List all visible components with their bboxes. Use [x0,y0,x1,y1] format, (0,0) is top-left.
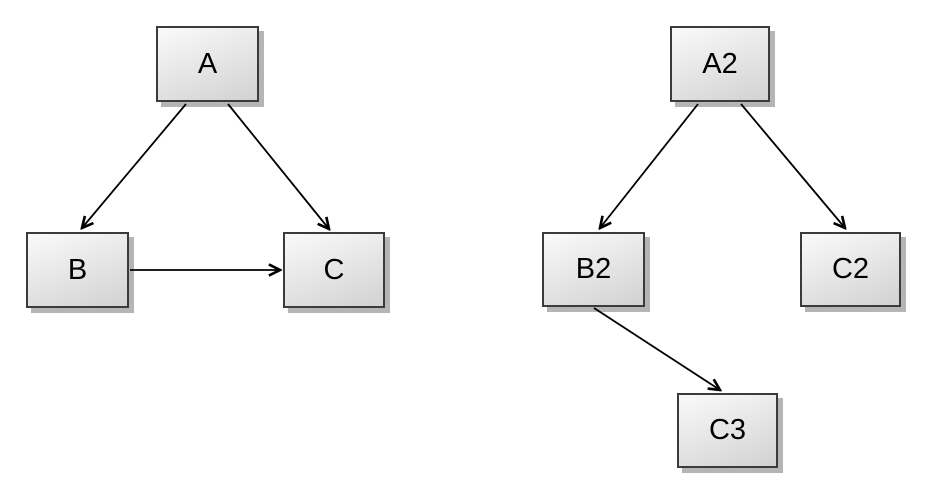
edge-a-c [227,103,329,229]
node-b[interactable]: B [26,232,129,308]
edge-a2-b2 [600,103,699,228]
edge-a2-c2 [740,103,845,228]
node-c3[interactable]: C3 [677,393,778,468]
node-a[interactable]: A [156,26,259,102]
node-b-label: B [67,253,88,286]
edge-a-b [82,103,187,228]
edge-b2-c3 [593,307,720,390]
node-a2-label: A2 [702,47,738,80]
node-a-label: A [197,47,218,80]
node-c3-label: C3 [708,414,747,446]
node-c[interactable]: C [283,232,385,308]
node-c2-label: C2 [831,253,870,285]
node-b2-label: B2 [575,253,612,285]
node-c2[interactable]: C2 [800,232,901,307]
node-b2[interactable]: B2 [542,232,645,307]
node-a2[interactable]: A2 [670,26,770,102]
node-c-label: C [323,253,345,286]
